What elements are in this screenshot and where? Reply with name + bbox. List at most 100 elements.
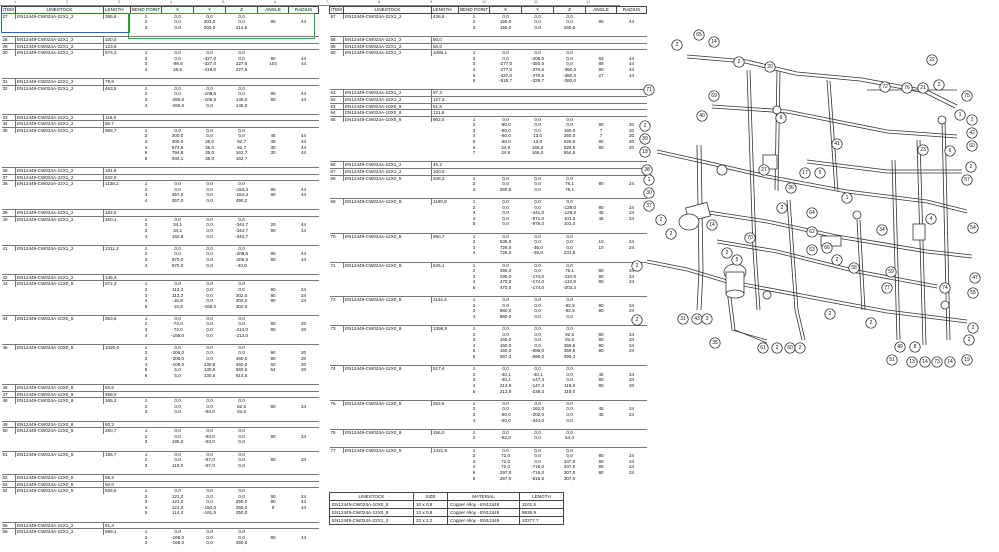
z-cell: 0,0 [553,115,586,123]
selected-cell-highlight[interactable] [1,13,130,33]
bend-point-cell: 3 [472,377,476,383]
length-cell: 55,2 [103,473,131,481]
angle-cell: 90 [270,256,276,262]
z-cell: 92,7 [237,144,247,150]
x-cell: 0,0 [489,174,522,182]
balloon-label: 39 [642,136,648,142]
y-cell: 0,0 [534,313,541,319]
z-cell: -360,0 [563,66,577,72]
y-cell: -206,5 [531,55,545,61]
bend-point-cell [130,521,162,529]
x-cell [161,167,194,175]
angle-cell: 54 [270,367,276,373]
length-cell: 1086,1 [431,49,459,56]
balloon-label: 8 [780,115,783,121]
z-cell: 0,0 [225,314,258,322]
balloon-circle [806,244,818,256]
angle-cell: 20 [270,222,276,228]
y-cell: -174,0 [531,273,545,279]
item-balloon: 23 [917,144,929,156]
item-number: 52 [1,473,16,481]
item-balloon: 75 [961,90,973,102]
angle-cell [257,427,289,434]
item-balloon: 35 [709,337,721,349]
y-cell: 0,0 [521,261,554,269]
x-cell: 0,0 [502,302,509,308]
empty-cell [458,481,489,487]
x-cell: 0,0 [502,55,509,61]
item-balloon: 14 [919,356,931,368]
radius-cell [288,487,319,494]
radius-cell: 24 [629,244,635,250]
z-cell: 76,1 [565,181,575,187]
summary-size: 10 x 0,8 [413,500,448,509]
z-cell: -344,7 [235,222,249,228]
bend-point-cell: 1 [458,232,490,240]
balloon-label: 5 [736,257,739,263]
angle-cell: 90 [270,91,276,97]
balloon-label: 2 [971,117,974,123]
item-number: 39 [1,209,16,217]
item-balloon: 2 [963,334,975,346]
y-cell: -350,5 [531,61,545,67]
x-cell: 297,0 [499,469,512,475]
linestock-cell: EN12449-CW024A-22X1_2 [342,35,432,44]
angle-cell: 90 [598,383,604,388]
y-cell [193,209,226,217]
angle-cell [585,49,617,56]
angle-cell: 90 [598,331,604,337]
angle-cell: 90 [598,181,604,187]
balloon-circle [758,164,770,176]
bend-point-cell [458,42,490,50]
y-cell: -191,5 [203,510,217,516]
linestock-cell: EN12449-CW024A-22X1_2 [342,12,432,20]
bend-point-cell: 1 [130,126,162,134]
balloon-label: 2 [829,311,832,317]
z-cell: 0,0 [553,12,586,20]
pipe-lines [646,54,973,346]
balloon-label: 2 [781,205,784,211]
item-balloon: 2 [733,56,745,68]
y-cell: 0,0 [206,192,213,198]
angle-cell [257,420,289,428]
x-cell: 0,0 [489,232,522,240]
balloon-label: 2 [644,123,647,129]
bend-point-cell: 3 [144,256,148,262]
x-cell: 0,0 [489,12,522,20]
y-cell [193,521,226,529]
y-cell: 0,0 [534,342,541,348]
length-cell: 463,5 [103,84,131,92]
y-cell: 0,0 [193,397,226,404]
z-cell [553,109,586,117]
item-balloon: 42 [966,127,978,139]
z-cell: 0,0 [566,411,573,417]
x-cell: 357,0 [171,192,184,198]
header-z: Z [553,6,587,14]
balloon-circle [954,109,966,121]
angle-cell [257,78,289,86]
z-cell: 0,0 [566,453,573,459]
angle-cell [585,365,617,372]
angle-cell: 90 [270,457,276,463]
x-cell: 26,5 [173,66,183,72]
radius-cell [288,521,319,529]
x-cell: 0,0 [174,457,181,463]
y-cell [193,120,226,128]
item-balloon: 69 [708,90,720,102]
item-balloon: 2 [794,342,806,354]
selected-range-highlight[interactable] [128,13,315,39]
item-number: 68 [329,174,344,182]
balloon-label: 2 [660,217,663,223]
item-number: 49 [1,420,16,428]
